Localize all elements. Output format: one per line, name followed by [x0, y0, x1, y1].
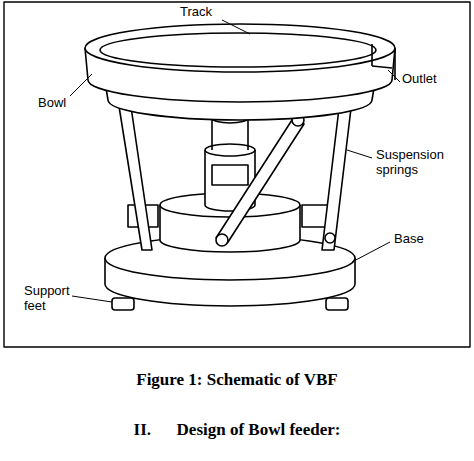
- leader-lines: [70, 20, 400, 302]
- bowl-drawing: [85, 24, 395, 120]
- bowl-label: Bowl: [38, 96, 78, 111]
- spring-legs: [118, 100, 352, 250]
- outlet-label: Outlet: [402, 72, 462, 87]
- track-label: Track: [180, 5, 240, 20]
- drive-unit: [128, 113, 332, 252]
- section-heading: II. Design of Bowl feeder:: [0, 420, 474, 440]
- base-label: Base: [394, 232, 444, 247]
- feet-label: Support feet: [24, 284, 74, 314]
- figure-caption: Figure 1: Schematic of VBF: [0, 370, 474, 390]
- springs-label: Suspension springs: [376, 148, 461, 178]
- figure-frame: [4, 2, 470, 347]
